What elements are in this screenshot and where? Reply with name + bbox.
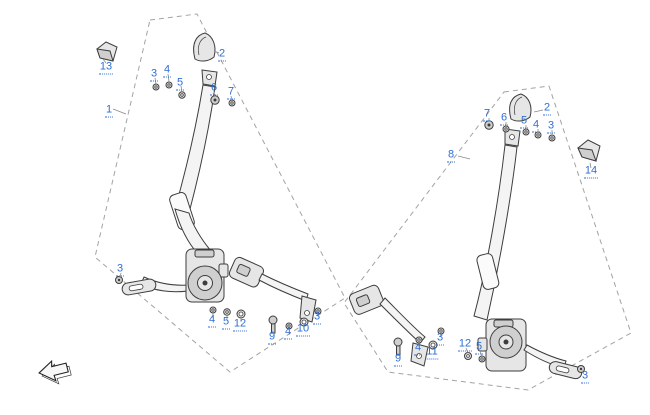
clip-14-part [577, 139, 601, 162]
callout-3[interactable]: 3 [435, 331, 445, 346]
callout-3[interactable]: 3 [580, 369, 590, 384]
left-boundary [94, 13, 346, 373]
callout-7[interactable]: 7 [482, 107, 492, 122]
callout-9[interactable]: 9 [393, 352, 403, 367]
callout-4[interactable]: 4 [283, 325, 293, 340]
front-direction-arrow-icon [38, 359, 72, 385]
left-assembly [115, 32, 322, 334]
clip-13-part [96, 41, 118, 62]
right-top-hardware [484, 120, 556, 142]
callout-9[interactable]: 9 [267, 330, 277, 345]
left-anchor-plate [121, 278, 157, 296]
right-assembly [348, 93, 585, 380]
callout-13[interactable]: 13 [98, 60, 114, 75]
callout-14[interactable]: 14 [583, 164, 599, 179]
callout-7[interactable]: 7 [226, 85, 236, 100]
callout-10[interactable]: 10 [295, 322, 311, 337]
callout-1[interactable]: 1 [104, 103, 114, 118]
callout-5[interactable]: 5 [175, 76, 185, 91]
callout-5[interactable]: 5 [474, 340, 484, 355]
callout-12[interactable]: 12 [457, 337, 473, 352]
callout-2[interactable]: 2 [542, 101, 552, 116]
callout-3[interactable]: 3 [312, 310, 322, 325]
callout-5[interactable]: 5 [519, 114, 529, 129]
callout-3[interactable]: 3 [546, 119, 556, 134]
callout-4[interactable]: 4 [413, 341, 423, 356]
right-retractor [477, 318, 527, 372]
callout-2[interactable]: 2 [217, 47, 227, 62]
callout-11[interactable]: 11 [425, 345, 439, 360]
callout-3[interactable]: 3 [115, 262, 125, 277]
callout-5[interactable]: 5 [221, 315, 231, 330]
callout-4[interactable]: 4 [207, 313, 217, 328]
callout-8[interactable]: 8 [446, 148, 456, 163]
right-buckle [348, 284, 384, 315]
left-bottom-hardware [209, 306, 322, 334]
callout-4[interactable]: 4 [162, 63, 172, 78]
callout-6[interactable]: 6 [499, 111, 509, 126]
callout-3[interactable]: 3 [149, 67, 159, 82]
right-anchor-plate [548, 361, 583, 380]
callout-12[interactable]: 12 [232, 317, 248, 332]
left-buckle-bracket [299, 295, 317, 323]
left-retractor [185, 248, 229, 303]
callout-4[interactable]: 4 [531, 118, 541, 133]
left-buckle [228, 256, 264, 288]
right-belt-sleeve [476, 253, 500, 290]
callout-6[interactable]: 6 [209, 81, 219, 96]
right-boundary [343, 85, 632, 391]
